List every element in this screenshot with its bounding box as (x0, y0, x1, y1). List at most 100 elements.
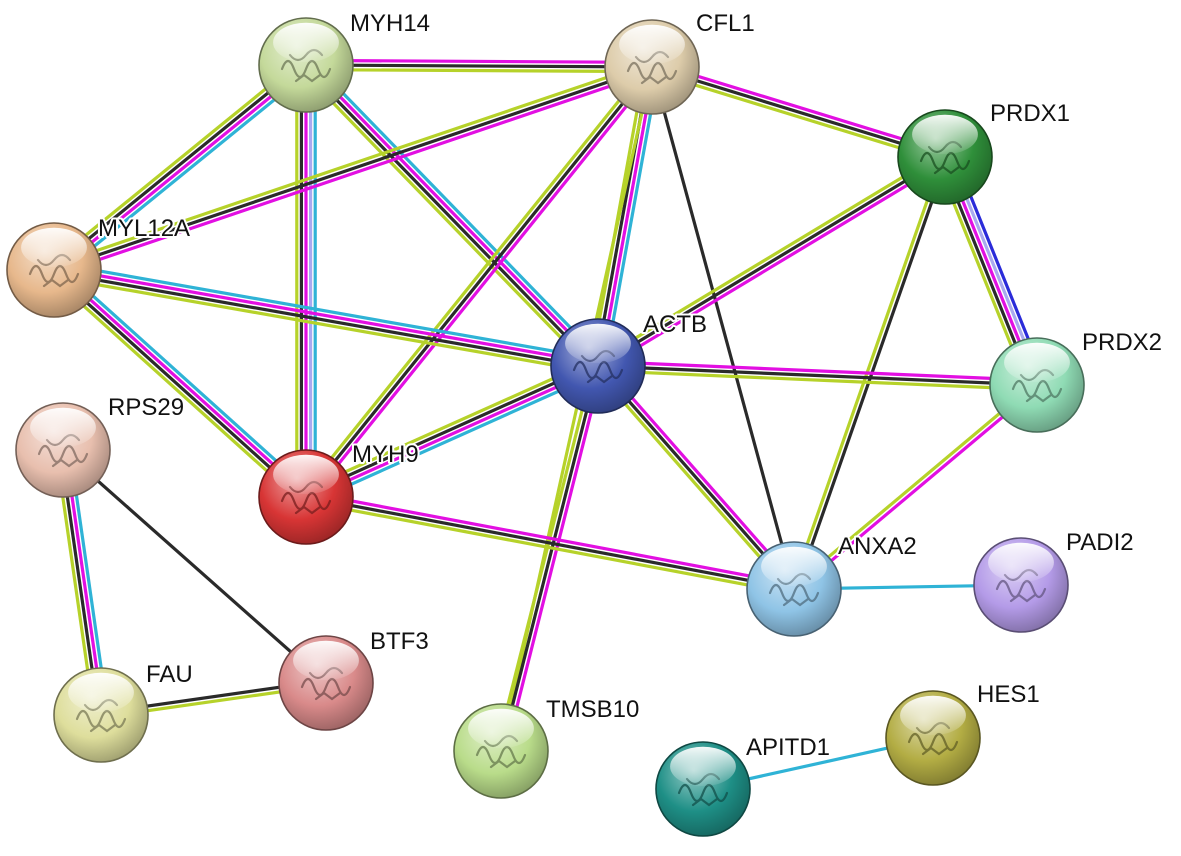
node-gloss (273, 22, 339, 63)
node-actb[interactable] (550, 318, 646, 414)
edge-myl12a-myh9[interactable] (48, 263, 312, 504)
edge-myh14-myh9[interactable] (295, 65, 317, 497)
edge-evidence-databases (54, 261, 600, 361)
node-label-anxa2: ANXA2 (838, 533, 917, 560)
edge-evidence-experiments (600, 361, 799, 588)
edge-evidence-coexpression (305, 63, 653, 69)
edge-myh14-myl12a[interactable] (48, 58, 312, 277)
edge-myl12a-actb[interactable] (52, 261, 600, 375)
edge-evidence-experiments (598, 359, 1038, 382)
edge-evidence-databases (603, 67, 661, 368)
node-label-myh14: MYH14 (350, 10, 430, 37)
edge-evidence-textmining (593, 367, 792, 594)
edge-evidence-textmining (302, 358, 596, 493)
edge-cfl1-prdx1[interactable] (650, 61, 947, 163)
node-gloss (293, 640, 359, 681)
edge-actb-prdx2[interactable] (597, 359, 1038, 392)
edge-cfl1-anxa2[interactable] (650, 66, 796, 590)
edge-myh14-cfl1[interactable] (305, 58, 653, 74)
edge-evidence-coexpression (53, 270, 598, 370)
node-gloss (273, 454, 339, 495)
edge-evidence-coexpression (304, 65, 654, 499)
node-label-padi2: PADI2 (1066, 529, 1134, 556)
edge-evidence-coexpression (597, 155, 946, 368)
node-gloss (988, 542, 1054, 583)
edge-evidence-experiments (54, 266, 599, 366)
edge-evidence-databases (57, 263, 312, 494)
edge-evidence-experiments (599, 159, 949, 372)
edge-evidence-textmining (494, 364, 596, 751)
edge-evidence-experiments (54, 267, 309, 497)
edge-evidence-textmining (51, 61, 652, 268)
node-tmsb10[interactable] (453, 703, 549, 799)
edge-evidence-experiments (305, 58, 653, 64)
node-fau[interactable] (53, 667, 149, 763)
node-myl12a[interactable] (6, 222, 102, 318)
edge-myh14-actb[interactable] (299, 59, 605, 372)
edge-evidence-textmining (594, 151, 944, 364)
edge-evidence-coexpression (499, 365, 600, 752)
node-gloss (565, 323, 631, 364)
edge-evidence-textmining (791, 381, 1037, 589)
node-btf3[interactable] (278, 635, 374, 731)
edge-evidence-coexpression (61, 448, 328, 685)
node-label-apitd1: APITD1 (746, 734, 830, 761)
edge-evidence-coexpression (51, 61, 306, 270)
node-padi2[interactable] (973, 537, 1069, 633)
edge-rps29-btf3[interactable] (61, 448, 328, 685)
node-gloss (900, 695, 966, 736)
edge-evidence-coexpression (303, 65, 598, 369)
node-label-fau: FAU (146, 661, 193, 688)
edge-evidence-textmining (597, 369, 1037, 392)
node-gloss (30, 407, 96, 448)
edge-actb-tmsb10[interactable] (494, 364, 605, 753)
node-gloss (1004, 342, 1070, 383)
node-label-actb: ACTB (643, 311, 707, 338)
edge-evidence-textmining (304, 499, 794, 596)
node-prdx2[interactable] (989, 337, 1085, 433)
edge-evidence-experiments (598, 67, 656, 367)
edge-evidence-databases (57, 69, 312, 277)
node-rps29[interactable] (15, 402, 111, 498)
edge-evidence-experiments (503, 366, 605, 753)
edge-evidence-coexpression (304, 362, 598, 497)
edge-evidence-experiments (306, 62, 601, 366)
edge-evidence-experiments (794, 385, 1040, 593)
node-label-btf3: BTF3 (370, 628, 429, 655)
edge-evidence-experiments (652, 61, 947, 155)
edge-evidence-coexpression (596, 364, 796, 591)
edge-myh9-anxa2[interactable] (304, 490, 796, 596)
edge-evidence-coexpression (51, 270, 306, 500)
node-label-prdx2: PRDX2 (1082, 329, 1162, 356)
edge-evidence-coexpression (651, 65, 946, 159)
node-prdx1[interactable] (897, 109, 993, 205)
node-label-cfl1: CFL1 (696, 10, 755, 37)
edge-actb-myh9[interactable] (302, 358, 602, 505)
edge-evidence-databases (308, 370, 602, 505)
edge-evidence-experiments (54, 69, 655, 276)
edge-evidence-experiments (54, 65, 309, 274)
edge-evidence-coexpression (305, 495, 795, 591)
edge-actb-anxa2[interactable] (593, 361, 799, 594)
edge-evidence-experiments (306, 490, 796, 587)
edge-evidence-textmining (48, 273, 303, 504)
node-label-rps29: RPS29 (108, 394, 184, 421)
node-label-myh9: MYH9 (352, 441, 419, 468)
node-gloss (670, 746, 736, 787)
node-gloss (468, 708, 534, 749)
edge-evidence-textmining (650, 69, 945, 163)
node-apitd1[interactable] (655, 741, 751, 837)
edge-prdx1-actb[interactable] (594, 151, 949, 372)
node-gloss (619, 24, 685, 65)
node-label-myl12a: MYL12A (98, 215, 190, 242)
node-label-prdx1: PRDX1 (990, 100, 1070, 127)
node-anxa2[interactable] (746, 541, 842, 637)
node-myh9[interactable] (258, 449, 354, 545)
node-cfl1[interactable] (604, 19, 700, 115)
edge-prdx2-anxa2[interactable] (791, 381, 1040, 593)
edge-cfl1-myh9[interactable] (301, 63, 657, 501)
node-myh14[interactable] (258, 17, 354, 113)
edge-evidence-textmining (299, 68, 595, 372)
edge-cfl1-myl12a[interactable] (51, 61, 655, 276)
node-hes1[interactable] (885, 690, 981, 786)
